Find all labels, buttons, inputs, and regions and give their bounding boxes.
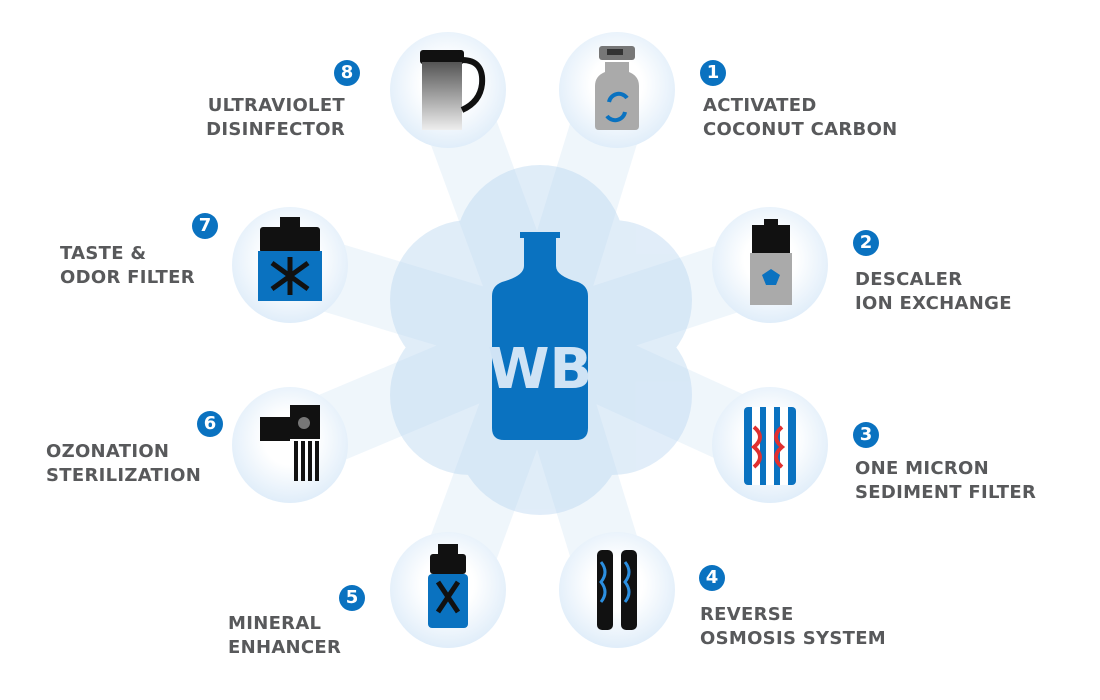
ozone-generator-icon: [260, 405, 320, 481]
carbon-filter-icon: [595, 46, 639, 130]
label-line: DISINFECTOR: [206, 119, 345, 140]
label-line: REVERSE: [700, 604, 794, 625]
label-line: ODOR FILTER: [60, 267, 195, 288]
stage-8-number-badge: 8: [334, 60, 360, 86]
water-bottle-icon: [492, 232, 588, 440]
label-line: ULTRAVIOLET: [207, 95, 345, 116]
label-line: TASTE &: [60, 243, 147, 264]
label-line: OZONATION: [46, 441, 170, 462]
reverse-osmosis-icon: [597, 550, 637, 630]
label-line: SEDIMENT FILTER: [855, 482, 1037, 503]
label-line: ACTIVATED: [703, 95, 817, 116]
label-line: COCONUT CARBON: [703, 119, 898, 140]
uv-lamp-icon: [420, 50, 486, 130]
node-stage-3: [712, 387, 828, 503]
stage-3-label: ONE MICRON SEDIMENT FILTER: [855, 457, 1036, 505]
descaler-cartridge-icon: [750, 219, 792, 305]
stage-7-label: TASTE & ODOR FILTER: [60, 242, 195, 290]
node-stage-8: [390, 32, 506, 148]
stage-5-number-badge: 5: [339, 585, 365, 611]
node-stage-4: [559, 532, 675, 648]
mineral-cartridge-icon: [428, 544, 468, 628]
stage-1-number-badge: 1: [700, 60, 726, 86]
node-stage-2: [712, 207, 828, 323]
stage-6-number-badge: 6: [197, 411, 223, 437]
label-line: OSMOSIS SYSTEM: [700, 628, 887, 649]
wb-logo-text: WB: [488, 337, 592, 402]
label-line: STERILIZATION: [46, 465, 202, 486]
stage-4-number-badge: 4: [699, 565, 725, 591]
stage-7-number-badge: 7: [192, 213, 218, 239]
stage-5-label: MINERAL ENHANCER: [228, 612, 341, 660]
sediment-filter-icon: [744, 407, 796, 485]
stage-3-number-badge: 3: [853, 422, 879, 448]
stage-1-label: ACTIVATED COCONUT CARBON: [703, 94, 898, 142]
stage-2-label: DESCALER ION EXCHANGE: [855, 268, 1012, 316]
label-line: ION EXCHANGE: [855, 293, 1012, 314]
stage-2-number-badge: 2: [853, 230, 879, 256]
label-line: MINERAL: [228, 613, 322, 634]
label-line: ENHANCER: [228, 637, 342, 658]
taste-odor-cartridge-icon: [258, 217, 322, 301]
node-stage-1: [559, 32, 675, 148]
stage-6-label: OZONATION STERILIZATION: [46, 440, 201, 488]
stage-4-label: REVERSE OSMOSIS SYSTEM: [700, 603, 886, 651]
node-stage-5: [390, 532, 506, 648]
node-stage-6: [232, 387, 348, 503]
label-line: ONE MICRON: [855, 458, 989, 479]
label-line: DESCALER: [855, 269, 963, 290]
node-stage-7: [232, 207, 348, 323]
stage-8-label: ULTRAVIOLET DISINFECTOR: [206, 94, 345, 142]
